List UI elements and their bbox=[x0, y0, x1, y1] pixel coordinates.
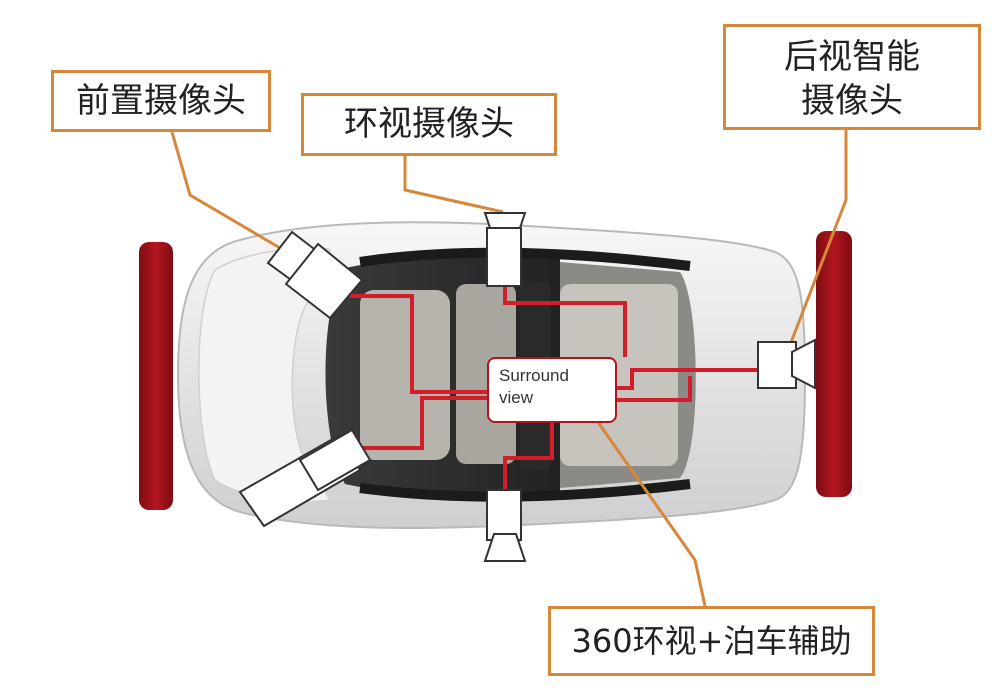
surround-view-text-line2: view bbox=[499, 388, 534, 407]
park-assist-label-text: 360环视+泊车辅助 bbox=[571, 622, 852, 660]
surround-camera-bottom bbox=[483, 489, 527, 562]
callout-lines bbox=[170, 130, 848, 607]
rear-camera-label-line2: 摄像头 bbox=[801, 81, 903, 121]
interior-left bbox=[360, 290, 450, 460]
front-camera-label: 前置摄像头 bbox=[51, 70, 271, 132]
rear-camera-label-line1: 后视智能 bbox=[784, 37, 920, 77]
camera-wiring bbox=[350, 286, 760, 490]
front-camera-label-text: 前置摄像头 bbox=[76, 81, 246, 121]
park-assist-label: 360环视+泊车辅助 bbox=[548, 606, 875, 676]
surround-view-box: Surround view bbox=[487, 357, 617, 423]
front-camera-top bbox=[266, 230, 364, 320]
front-camera-bottom bbox=[238, 428, 372, 528]
surround-camera-top bbox=[483, 212, 527, 287]
rear-camera bbox=[757, 338, 816, 390]
rear-camera-label: 后视智能 摄像头 bbox=[723, 24, 981, 130]
rear-bumper bbox=[816, 231, 852, 497]
front-bumper bbox=[139, 242, 173, 510]
surround-camera-label: 环视摄像头 bbox=[301, 93, 557, 156]
surround-camera-label-text: 环视摄像头 bbox=[344, 104, 514, 144]
surround-view-text-line1: Surround bbox=[499, 366, 569, 385]
